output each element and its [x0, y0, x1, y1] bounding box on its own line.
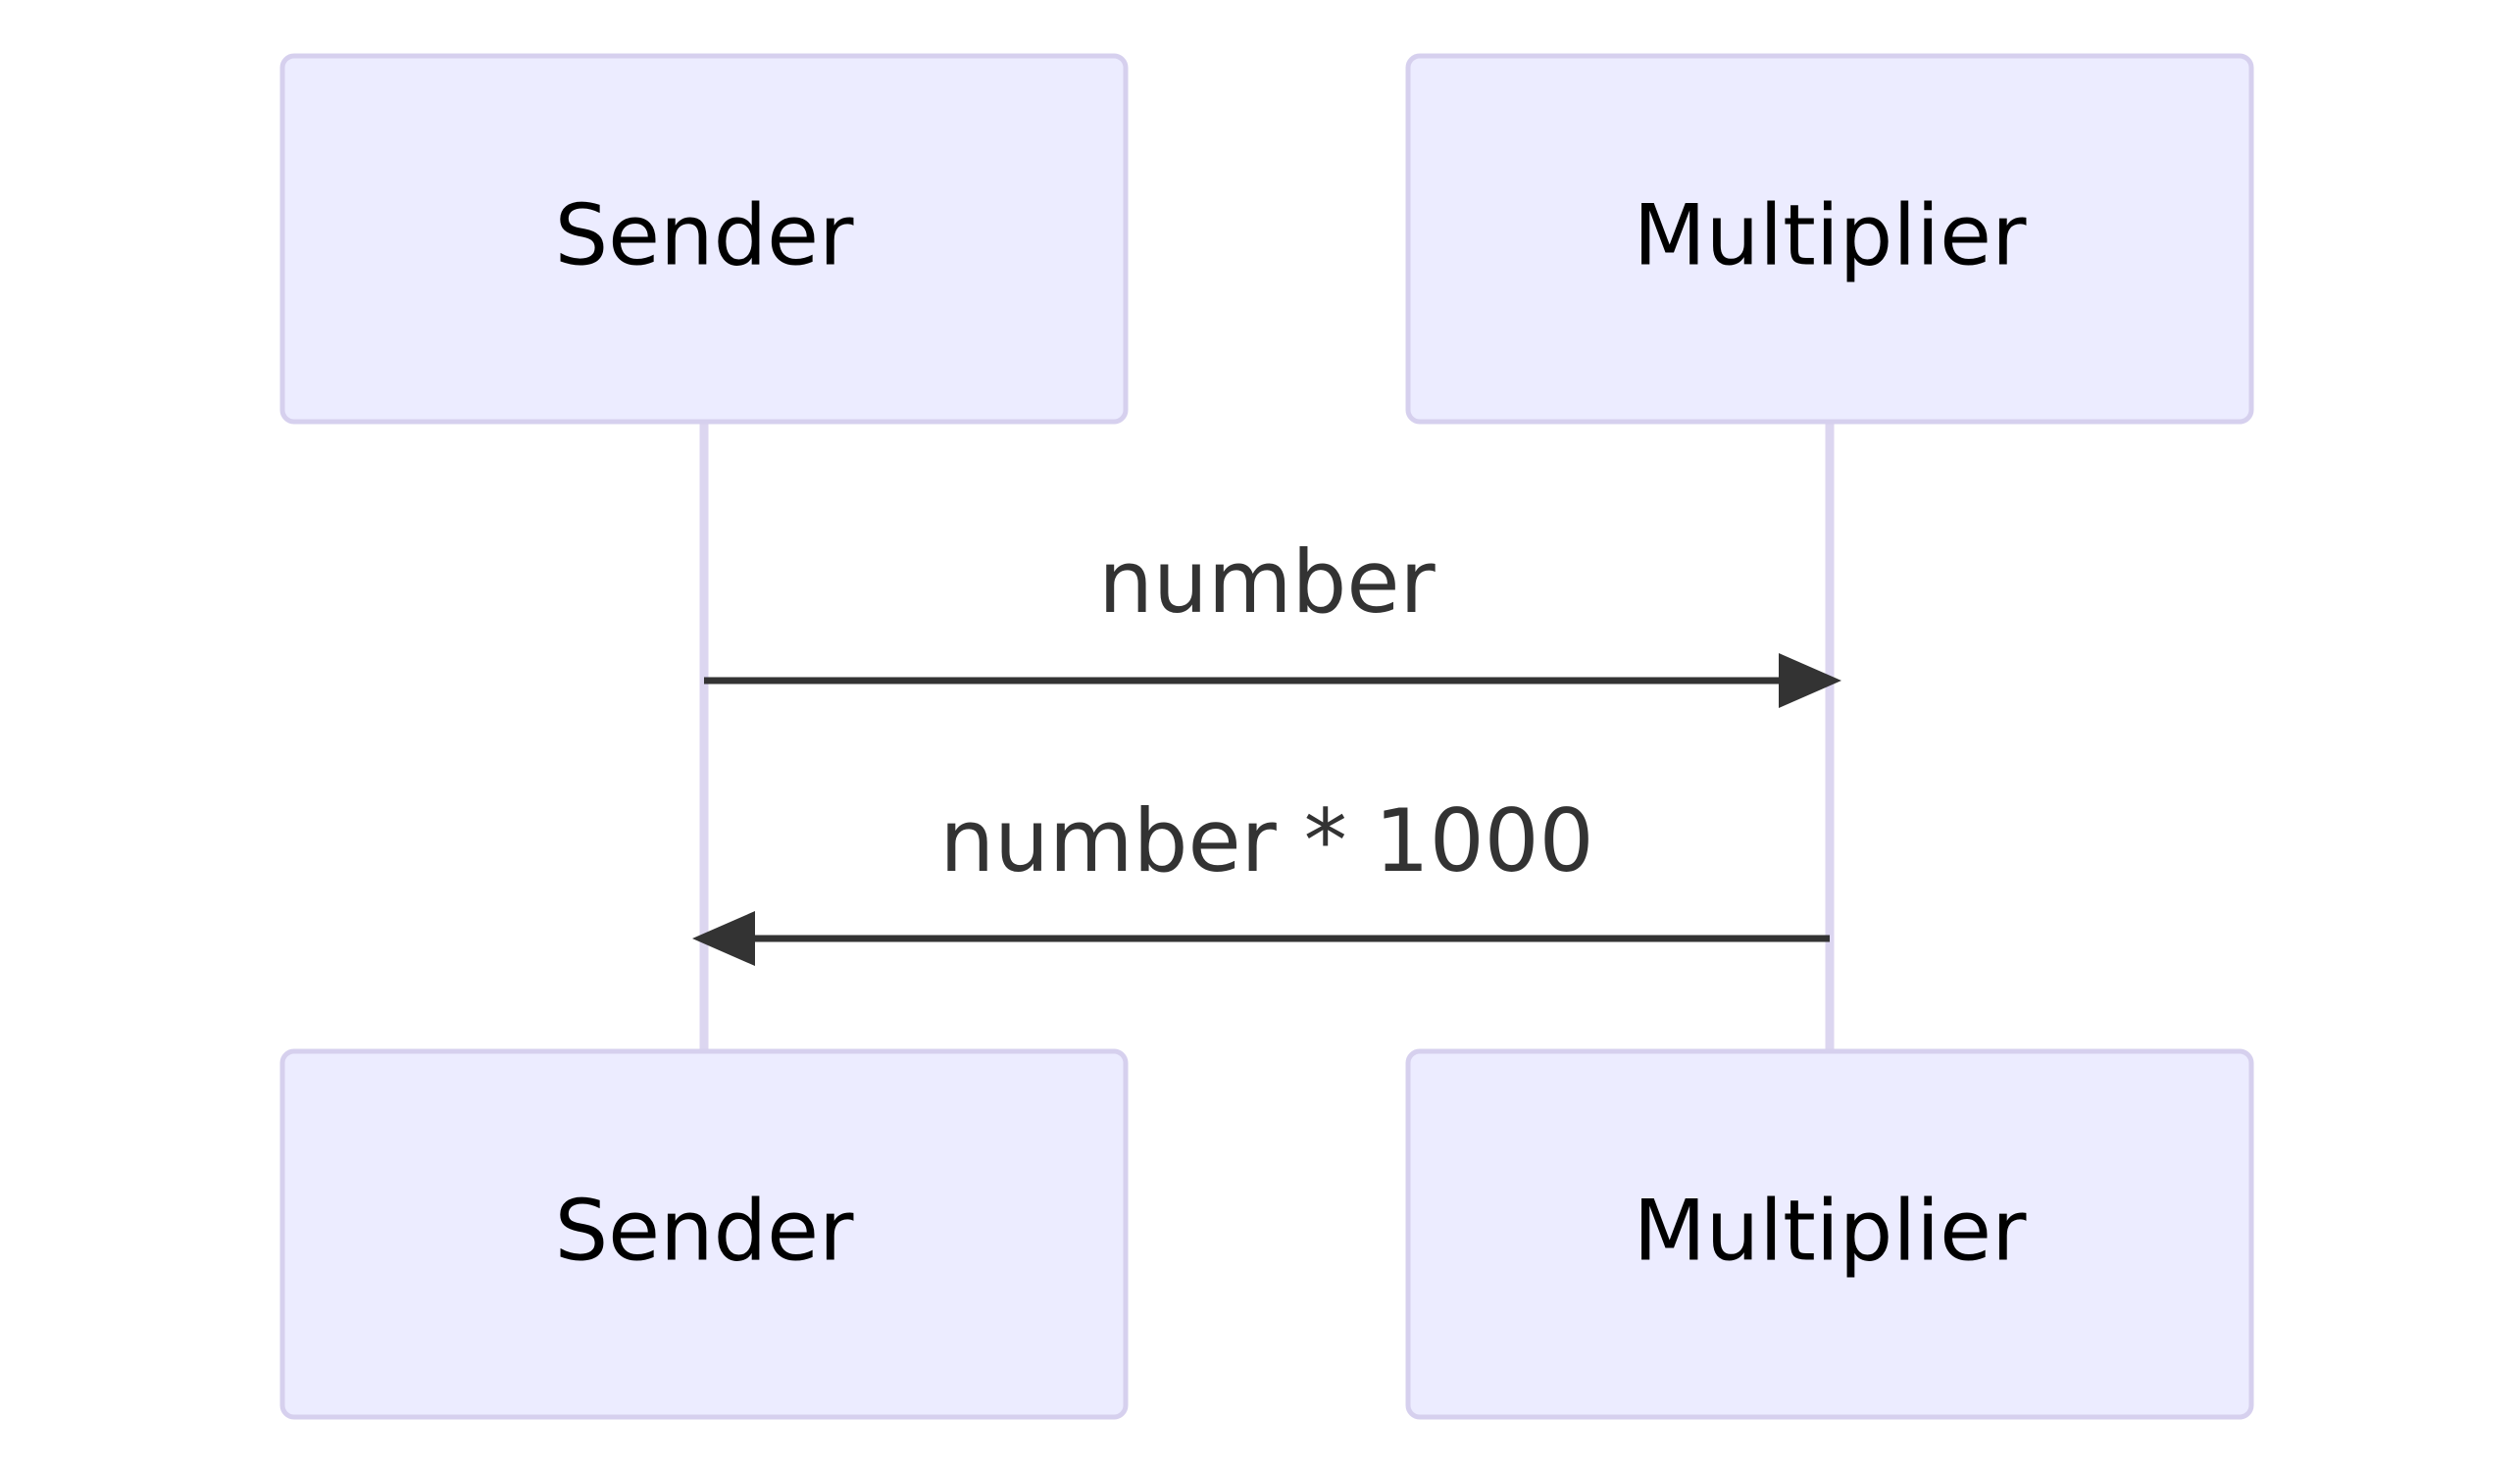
- actor-sender-bottom-label: Sender: [555, 1182, 855, 1280]
- message-number: number: [704, 532, 1841, 708]
- arrowhead-right-icon: [1779, 653, 1841, 708]
- actor-sender-bottom[interactable]: Sender: [279, 1048, 1129, 1420]
- message-number-times-1000-label: number * 1000: [939, 790, 1593, 891]
- actor-sender-top-label: Sender: [555, 186, 855, 284]
- actor-sender-top[interactable]: Sender: [279, 53, 1129, 425]
- message-number-label: number: [1098, 532, 1436, 633]
- message-number-times-1000: number * 1000: [692, 790, 1830, 966]
- actor-multiplier-top[interactable]: Multiplier: [1405, 53, 2254, 425]
- actor-multiplier-bottom-label: Multiplier: [1634, 1182, 2028, 1280]
- actor-multiplier-bottom[interactable]: Multiplier: [1405, 1048, 2254, 1420]
- actor-multiplier-top-label: Multiplier: [1634, 186, 2028, 284]
- arrowhead-left-icon: [692, 911, 755, 966]
